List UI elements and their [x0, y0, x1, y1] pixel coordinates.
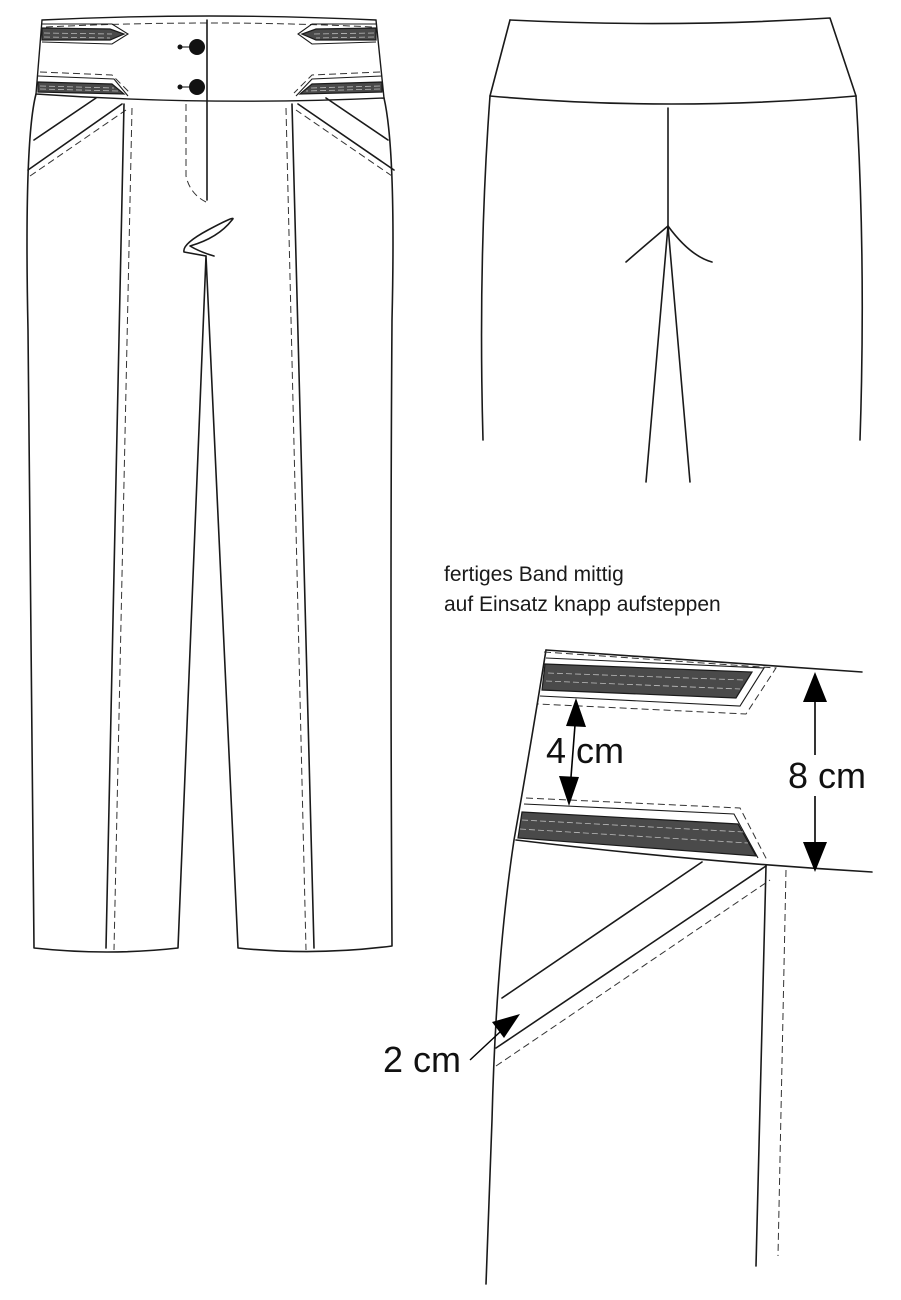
front-outline	[26, 93, 394, 953]
annotation-line-1: fertiges Band mittig	[444, 563, 624, 586]
back-inner-legs	[645, 225, 691, 483]
back-outline	[509, 17, 864, 441]
front-panel-seam-left	[105, 103, 125, 949]
detail-yoke-bottom	[515, 839, 873, 873]
detail-pocket-edge-outer	[501, 861, 703, 999]
front-button-upper	[177, 39, 205, 55]
detail-yoke-top	[545, 649, 863, 673]
annotation-line-2: auf Einsatz knapp aufsteppen	[444, 593, 721, 616]
detail-band-lower	[517, 811, 758, 857]
fly-topstitch	[185, 104, 207, 203]
detail-side-seam	[485, 649, 547, 1285]
fly-zipper-pull	[183, 217, 234, 257]
back-crotch-curves	[625, 225, 713, 263]
dimension-label-4cm: 4 cm	[546, 730, 625, 771]
instruction-annotation: fertiges Band mittig auf Einsatz knapp a…	[444, 560, 721, 620]
detail-band-upper	[541, 663, 754, 699]
front-button-lower	[177, 79, 205, 95]
detail-view	[469, 649, 873, 1285]
back-waistband-line	[489, 95, 857, 105]
dimension-label-8cm: 8 cm	[786, 755, 869, 796]
detail-pocket-edge-inner	[495, 865, 767, 1049]
dimension-label-2cm: 2 cm	[383, 1039, 462, 1080]
dimension-arrow-4cm	[559, 698, 586, 806]
detail-panel-seam	[755, 865, 767, 1267]
front-band-lower-left	[37, 81, 126, 95]
front-panel-seam-right	[291, 103, 315, 949]
front-pocket-left	[27, 97, 123, 171]
dimension-arrow-2cm	[469, 1014, 520, 1061]
front-view-trousers	[26, 15, 395, 953]
front-pocket-right	[297, 97, 395, 171]
front-band-upper-right	[300, 27, 377, 41]
back-view-trousers	[480, 17, 864, 483]
